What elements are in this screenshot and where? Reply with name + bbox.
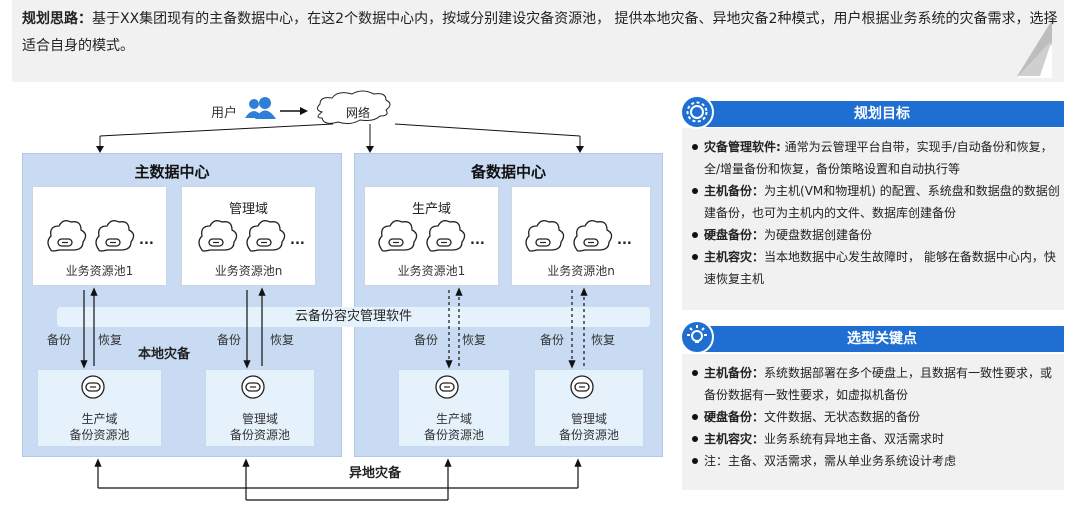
main-restore-text-2: 恢复 xyxy=(270,333,295,347)
backup-backup-1-label: 生产域 备份资源池 xyxy=(423,412,484,442)
banner xyxy=(12,0,1064,82)
keypoints-panel xyxy=(682,354,1064,490)
goals-header: 规划目标 xyxy=(700,101,1064,127)
lightbulb-icon xyxy=(680,320,714,354)
user-label: 用户 xyxy=(211,106,238,121)
main-pool-1-label: 业务资源池1 xyxy=(65,264,134,278)
keypoints-item: 硬盘备份：文件数据、无状态数据的备份 xyxy=(690,406,1060,428)
goals-item: 主机备份：为主机(VM和物理机) 的配置、系统盘和数据盘的数据创建备份，也可为主… xyxy=(690,180,1060,224)
keypoints-header: 选型关键点 xyxy=(700,326,1064,352)
user-group-icon xyxy=(245,97,276,119)
goals-item: 灾备管理软件: 通常为云管理平台自带，实现手/自动备份和恢复，全/增量备份和恢复… xyxy=(690,136,1060,180)
backup-pool-1-label: 业务资源池1 xyxy=(397,264,466,278)
network-label: 网络 xyxy=(345,106,370,120)
main-pool-2-more: ... xyxy=(290,233,305,248)
backup-pool-2-more: ... xyxy=(617,233,632,248)
goals-item: 硬盘备份：为硬盘数据创建备份 xyxy=(690,224,1060,246)
backup-pool-1-more: ... xyxy=(470,233,485,248)
keypoints-item: 主机备份：系统数据部署在多个硬盘上，且数据有一致性要求，或备份数据有一致性要求，… xyxy=(690,362,1060,406)
keypoints-item: 主机容灾：业务系统有异地主备、双活需求时 xyxy=(690,428,1060,450)
backup-pool-1-title: 生产域 xyxy=(411,202,451,217)
backup-pool-2-label: 业务资源池n xyxy=(547,264,615,278)
backup-backup-text-2: 备份 xyxy=(540,333,565,347)
mgmt-software-bar: 云备份容灾管理软件 xyxy=(57,307,650,327)
keypoints-list: 主机备份：系统数据部署在多个硬盘上，且数据有一致性要求，或备份数据有一致性要求，… xyxy=(690,362,1060,472)
backup-dc-title: 备数据中心 xyxy=(470,163,546,181)
main-pool-2-title: 管理域 xyxy=(228,202,268,217)
banner-text: 规划思路：基于XX集团现有的主备数据中心，在这2个数据中心内，按域分别建设灾备资… xyxy=(22,6,1062,60)
backup-backup-2-label: 管理域 备份资源池 xyxy=(558,412,619,442)
keypoints-item: 注：主备、双活需求，需从单业务系统设计考虑 xyxy=(690,450,1060,472)
main-backup-text-1: 备份 xyxy=(47,333,72,347)
backup-restore-text-1: 恢复 xyxy=(462,333,487,347)
main-backup-text-2: 备份 xyxy=(217,333,242,347)
goals-panel xyxy=(682,128,1064,310)
main-pool-2-label: 业务资源池n xyxy=(214,264,283,278)
main-restore-text-1: 恢复 xyxy=(98,333,123,347)
backup-restore-text-2: 恢复 xyxy=(591,333,616,347)
banner-bold: 规划思路： xyxy=(22,11,92,27)
main-pool-1-more: ... xyxy=(139,233,154,248)
backup-backup-text-1: 备份 xyxy=(414,333,439,347)
local-dr-label: 本地灾备 xyxy=(138,347,191,362)
banner-body: 基于XX集团现有的主备数据中心，在这2个数据中心内，按域分别建设灾备资源池， 提… xyxy=(22,11,1058,54)
main-backup-1-label: 生产域 备份资源池 xyxy=(69,412,130,442)
main-dc-title: 主数据中心 xyxy=(134,163,210,181)
gear-icon xyxy=(680,95,714,129)
goals-item: 主机容灾：当本地数据中心发生故障时， 能够在备数据中心内，快速恢复主机 xyxy=(690,246,1060,290)
remote-dr-label: 异地灾备 xyxy=(349,466,402,481)
main-backup-2-label: 管理域 备份资源池 xyxy=(229,412,290,442)
goals-list: 灾备管理软件: 通常为云管理平台自带，实现手/自动备份和恢复，全/增量备份和恢复… xyxy=(690,136,1060,290)
